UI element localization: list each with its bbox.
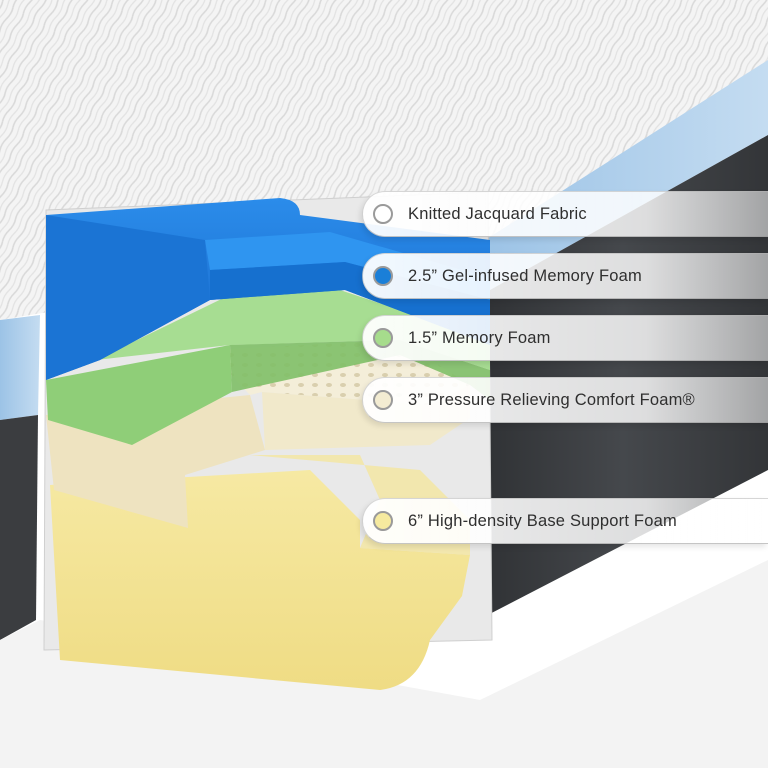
layer-label-base-foam: 6” High-density Base Support Foam [362, 498, 768, 544]
memory-foam-top [96, 290, 490, 370]
layer-label-gel-foam: 2.5” Gel-infused Memory Foam [362, 253, 768, 299]
mattress-bottom-fabric [0, 560, 768, 768]
layer-label-text: Knitted Jacquard Fabric [408, 204, 587, 223]
layer-indicator-dot [373, 390, 393, 410]
comfort-foam-front [262, 385, 470, 450]
layer-indicator-dot [373, 511, 393, 531]
layer-indicator-dot [373, 328, 393, 348]
base-foam-layer [50, 470, 470, 690]
layer-indicator-dot [373, 266, 393, 286]
layer-label-text: 6” High-density Base Support Foam [408, 511, 677, 530]
layer-label-text: 2.5” Gel-infused Memory Foam [408, 266, 642, 285]
mattress-left-blue-edge [0, 315, 40, 420]
layer-label-cover: Knitted Jacquard Fabric [362, 191, 768, 237]
gel-foam-left-face [46, 215, 210, 380]
layer-label-memory-foam: 1.5” Memory Foam [362, 315, 768, 361]
layer-label-text: 3” Pressure Relieving Comfort Foam® [408, 390, 695, 409]
layer-indicator-dot [373, 204, 393, 224]
memory-foam-layer [46, 345, 232, 445]
layer-label-comfort-foam: 3” Pressure Relieving Comfort Foam® [362, 377, 768, 423]
gel-foam-inner-top [205, 232, 490, 300]
mattress-left-dark-edge [0, 415, 38, 640]
layer-label-text: 1.5” Memory Foam [408, 328, 551, 347]
